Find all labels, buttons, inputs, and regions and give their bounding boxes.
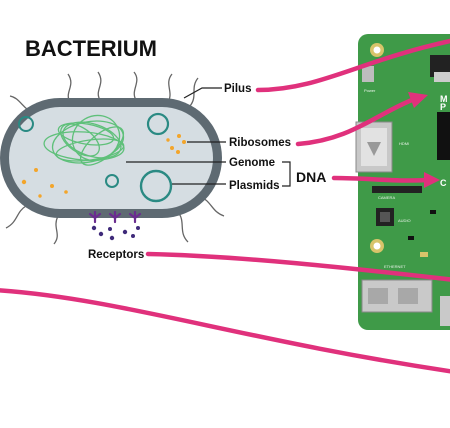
bacterium [0,71,225,245]
usb-port [440,296,450,326]
plasmid-large [139,169,173,203]
connector-arrows [0,38,450,374]
ribosomes [21,134,186,198]
plasmid-small [105,174,119,188]
top-connector [430,55,450,77]
chip-label-m: M [440,94,448,104]
diagram-title: BACTERIUM [25,36,157,61]
arrowhead-dna [424,172,440,188]
leader-lines [126,87,291,187]
arrow-receptors [145,251,450,282]
leader-pilus [183,87,222,99]
arrow-dna [331,175,431,183]
genome [43,114,125,166]
soc-chip [437,112,450,160]
power-port [362,66,374,82]
plasmid-small [18,116,34,132]
arrow-ribosomes [295,97,415,147]
label-receptors: Receptors [88,249,144,261]
ethernet-label: ETHERNET [384,264,406,269]
label-plasmids: Plasmids [229,180,280,192]
chip-label-c: C [440,178,447,188]
label-genome: Genome [229,157,275,169]
arrow-pilus [255,38,450,93]
label-ribosomes: Ribosomes [229,137,291,149]
label-pilus: Pilus [224,83,251,95]
receptors [88,210,142,224]
arrowhead-ribosomes [408,92,428,108]
plasmid-medium [146,112,170,136]
arrowheads [408,92,440,188]
chip-label-p: P [440,102,446,112]
camera-label: CAMERA [378,195,395,200]
audio-label: AUDIO [398,218,411,223]
arrow-lower [0,288,450,374]
camera-connector [372,186,422,193]
label-dna: DNA [296,169,326,185]
dna-bracket [282,161,291,187]
power-label: Power [364,88,376,93]
hdmi-label: HDMI [399,141,409,146]
receptor-molecules [91,225,140,241]
